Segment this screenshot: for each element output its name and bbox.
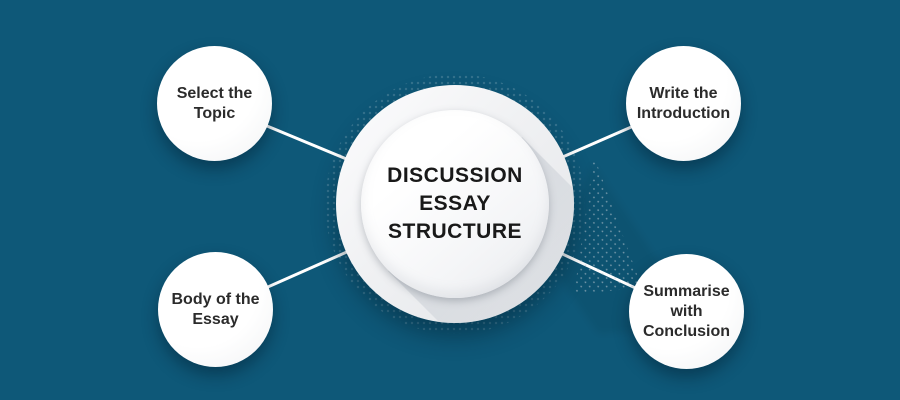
node-body-of-essay-label: Body of the Essay: [171, 290, 260, 328]
node-select-topic-label: Select the Topic: [176, 84, 253, 122]
center-node: DISCUSSION ESSAY STRUCTURE: [361, 110, 549, 298]
node-body-of-essay: Body of the Essay: [158, 252, 273, 367]
node-write-introduction-label: Write the Introduction: [636, 84, 731, 122]
dotted-triangle-decoration: [574, 156, 642, 294]
node-summarise-conclusion: Summarise with Conclusion: [629, 254, 744, 369]
node-summarise-conclusion-label: Summarise with Conclusion: [642, 282, 731, 340]
node-write-introduction: Write the Introduction: [626, 46, 741, 161]
center-node-title: DISCUSSION ESSAY STRUCTURE: [387, 164, 523, 243]
node-select-topic: Select the Topic: [157, 46, 272, 161]
